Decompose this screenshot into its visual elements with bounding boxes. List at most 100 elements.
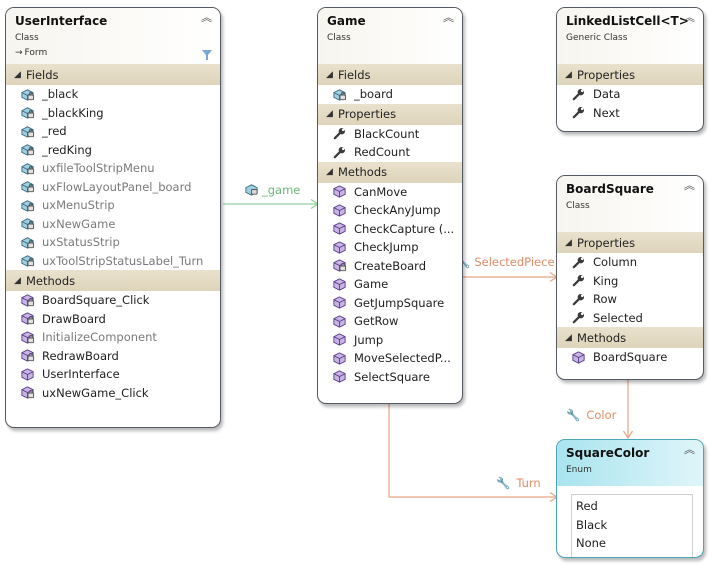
enum-value[interactable]: None (576, 536, 607, 551)
collapse-chevron-icon[interactable]: ︽ (684, 443, 695, 456)
property-wrench-icon (572, 256, 585, 269)
collapse-triangle-icon[interactable]: ◢ (14, 275, 21, 286)
enum-value[interactable]: Red (576, 499, 598, 514)
method-icon (333, 296, 346, 309)
class-shape-linkedlistcell[interactable]: LinkedListCell<T> Generic Class ︽ ◢Prope… (556, 7, 704, 132)
assoc-label-selectedpiece-text: SelectedPiece (474, 255, 555, 269)
property-wrench-icon (572, 88, 585, 101)
class-header[interactable]: UserInterface Class →Form ︽ (6, 8, 220, 64)
assoc-label-color[interactable]: 🔧Color (566, 408, 616, 422)
properties-section-header[interactable]: ◢Properties (557, 64, 703, 85)
collapse-chevron-icon[interactable]: ︽ (684, 11, 695, 24)
member-row[interactable]: CheckAnyJump (318, 201, 462, 220)
member-row[interactable]: CheckCapture (... (318, 220, 462, 239)
member-row[interactable]: Selected (557, 309, 703, 328)
member-row[interactable]: uxMenuStrip (6, 196, 220, 215)
member-row[interactable]: _red (6, 122, 220, 141)
methods-section-header[interactable]: ◢Methods (557, 327, 703, 348)
fields-section-header[interactable]: ◢ Fields (318, 64, 462, 85)
member-row[interactable]: _redKing (6, 141, 220, 160)
collapse-chevron-icon[interactable]: ︽ (443, 11, 454, 24)
wrench-icon: 🔧 (496, 476, 511, 490)
member-row[interactable]: _board (318, 85, 462, 104)
member-row[interactable]: BlackCount (318, 125, 462, 144)
member-name: uxToolStripStatusLabel_Turn (42, 253, 204, 268)
method-icon (572, 351, 585, 364)
section-label: Fields (26, 67, 59, 82)
member-name: Row (593, 292, 617, 307)
member-row[interactable]: Jump (318, 331, 462, 350)
class-shape-game[interactable]: Game Class ︽ ◢Fields _board ◢Properties … (317, 7, 463, 404)
collapse-triangle-icon[interactable]: ◢ (565, 332, 572, 343)
member-row[interactable]: uxStatusStrip (6, 233, 220, 252)
methods-section-header[interactable]: ◢Methods (6, 270, 220, 291)
member-row[interactable]: King (557, 272, 703, 291)
member-row[interactable]: uxToolStripStatusLabel_Turn (6, 252, 220, 271)
member-name: uxNewGame (42, 216, 116, 231)
property-wrench-icon (572, 275, 585, 287)
member-row[interactable]: uxFlowLayoutPanel_board (6, 178, 220, 197)
member-row[interactable]: uxNewGame_Click (6, 384, 220, 403)
member-row[interactable]: CheckJump (318, 238, 462, 257)
assoc-label-selectedpiece[interactable]: 🔧SelectedPiece (456, 255, 555, 269)
properties-section-header[interactable]: ◢Properties (318, 103, 462, 125)
member-row[interactable]: uxfileToolStripMenu (6, 159, 220, 178)
member-name: BoardSquare (593, 350, 668, 365)
collapse-triangle-icon[interactable]: ◢ (326, 109, 333, 119)
member-name: GetJumpSquare (354, 295, 445, 310)
methods-section-header[interactable]: ◢Methods (318, 161, 462, 183)
collapse-triangle-icon[interactable]: ◢ (326, 167, 333, 177)
member-row[interactable]: _blackKing (6, 104, 220, 123)
member-row[interactable]: CreateBoard (318, 257, 462, 276)
member-row[interactable]: RedrawBoard (6, 347, 220, 366)
section-label: Fields (338, 67, 371, 82)
member-row[interactable]: BoardSquare_Click (6, 291, 220, 310)
member-name: uxFlowLayoutPanel_board (42, 179, 192, 194)
collapse-chevron-icon[interactable]: ︽ (684, 179, 695, 192)
member-row[interactable]: Column (557, 253, 703, 272)
class-header[interactable]: LinkedListCell<T> Generic Class ︽ (557, 8, 703, 64)
assoc-label-turn[interactable]: 🔧Turn (496, 476, 541, 490)
member-row[interactable]: GetRow (318, 312, 462, 331)
enum-header[interactable]: SquareColor Enum ︽ (557, 440, 703, 486)
collapse-chevron-icon[interactable]: ︽ (201, 11, 212, 24)
member-row[interactable]: uxNewGame (6, 215, 220, 234)
member-name: _redKing (42, 142, 92, 157)
enum-value[interactable]: Black (576, 517, 608, 532)
fields-section-header[interactable]: ◢ Fields (6, 64, 220, 85)
member-row[interactable]: Data (557, 85, 703, 104)
method-icon (333, 185, 346, 198)
collapse-triangle-icon[interactable]: ◢ (14, 69, 21, 80)
member-row[interactable]: MoveSelectedP... (318, 349, 462, 368)
properties-section-header[interactable]: ◢Properties (557, 232, 703, 253)
class-header[interactable]: Game Class ︽ (318, 8, 462, 64)
member-row[interactable]: RedCount (318, 143, 462, 162)
member-row[interactable]: Game (318, 275, 462, 294)
property-wrench-icon (333, 146, 346, 159)
member-name: uxStatusStrip (42, 235, 120, 250)
member-row[interactable]: InitializeComponent (6, 328, 220, 347)
member-row[interactable]: SelectSquare (318, 368, 462, 387)
assoc-label-game[interactable]: _game (244, 182, 300, 197)
member-row[interactable]: _black (6, 85, 220, 104)
member-row[interactable]: BoardSquare (557, 348, 703, 367)
member-row[interactable]: Row (557, 290, 703, 309)
member-row[interactable]: UserInterface (6, 365, 220, 384)
member-row[interactable]: CanMove (318, 183, 462, 202)
member-row[interactable]: Next (557, 104, 703, 123)
fields-list: _board (318, 85, 462, 104)
collapse-triangle-icon[interactable]: ◢ (565, 237, 572, 248)
filter-icon[interactable] (202, 50, 212, 60)
member-name: uxMenuStrip (42, 198, 115, 213)
private-method-icon (21, 294, 35, 307)
collapse-triangle-icon[interactable]: ◢ (565, 69, 572, 80)
private-method-icon (333, 259, 347, 272)
class-header[interactable]: BoardSquare Class ︽ (557, 176, 703, 232)
member-row[interactable]: GetJumpSquare (318, 294, 462, 313)
member-row[interactable]: DrawBoard (6, 310, 220, 329)
class-shape-userinterface[interactable]: UserInterface Class →Form ︽ ◢ Fields _bla… (5, 7, 221, 428)
collapse-triangle-icon[interactable]: ◢ (326, 69, 333, 80)
